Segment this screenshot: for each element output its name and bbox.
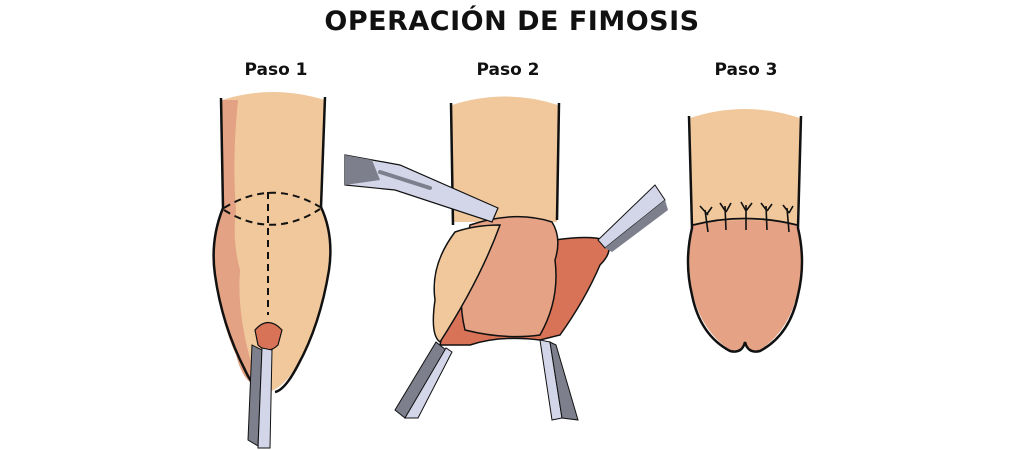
step-2-illustration <box>344 96 668 421</box>
step-1-illustration <box>212 92 332 449</box>
step-2-label: Paso 2 <box>476 60 540 80</box>
step-3-label: Paso 3 <box>714 60 778 80</box>
sutures <box>699 201 794 233</box>
step-1-label: Paso 1 <box>244 60 308 80</box>
step-3-illustration <box>686 109 804 353</box>
diagram-title: OPERACIÓN DE FIMOSIS <box>324 6 700 37</box>
